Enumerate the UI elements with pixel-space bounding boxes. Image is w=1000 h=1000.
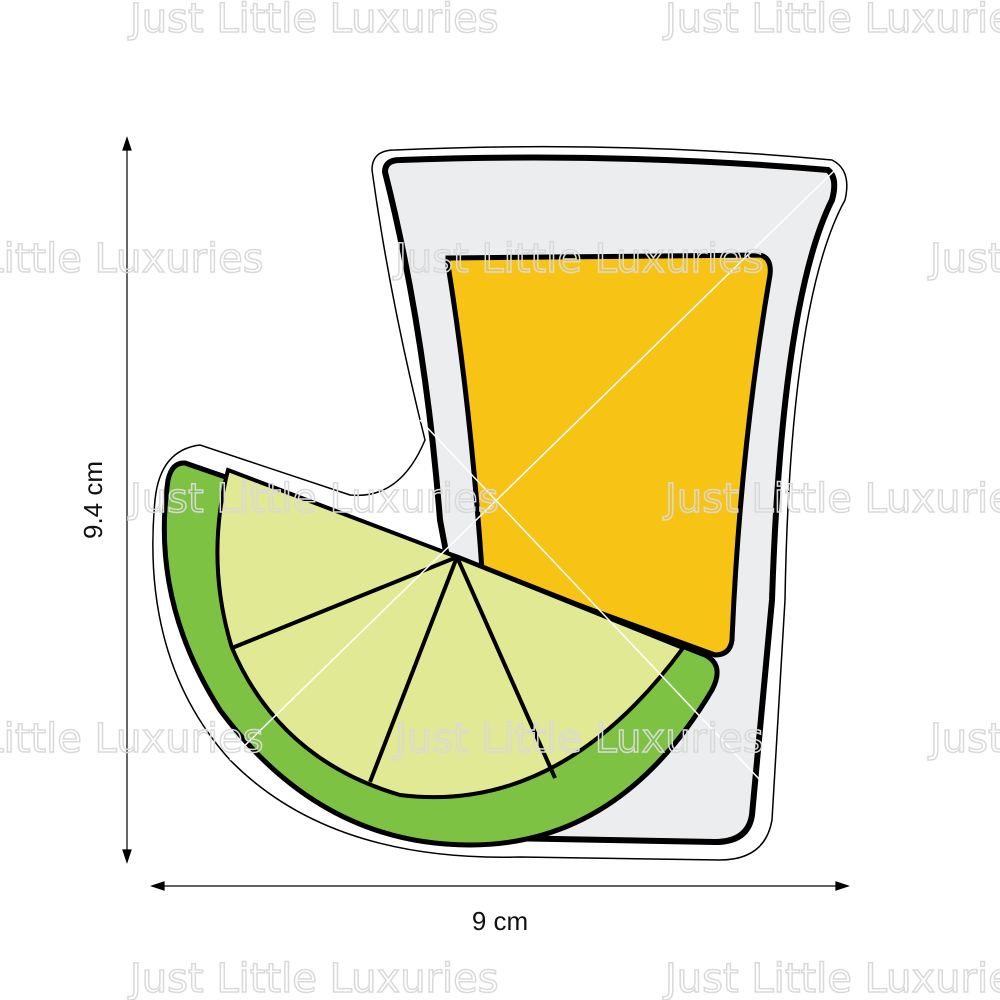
- svg-text:Just Little Luxuries: Just Little Luxuries: [662, 0, 1000, 42]
- svg-text:Just Little Luxuries: Just Little Luxuries: [0, 236, 264, 282]
- width-label: 9 cm: [472, 906, 528, 936]
- lime-wedge-flesh: [215, 467, 687, 800]
- height-dimension-arrow: [122, 136, 132, 864]
- svg-text:Just Little Luxuries: Just Little Luxuries: [392, 716, 764, 762]
- lime-segment-lines: [231, 555, 557, 783]
- svg-text:Just Little Luxuries: Just Little Luxuries: [0, 716, 264, 762]
- svg-text:Just Little Luxuries: Just Little Luxuries: [392, 236, 764, 282]
- svg-text:Just Little Luxuries: Just Little Luxuries: [662, 956, 1000, 1000]
- svg-text:Just Little Luxuries: Just Little Luxuries: [127, 956, 499, 1000]
- svg-text:Just Little Luxuries: Just Little Luxuries: [927, 236, 1000, 282]
- tequila-liquid: [445, 252, 773, 658]
- svg-text:Just Little Luxuries: Just Little Luxuries: [127, 0, 499, 42]
- watermark-lines: [229, 169, 836, 781]
- svg-text:Just Little Luxuries: Just Little Luxuries: [127, 476, 499, 522]
- svg-text:Just Little Luxuries: Just Little Luxuries: [662, 476, 1000, 522]
- height-label: 9.4 cm: [78, 461, 108, 539]
- width-dimension-arrow: [150, 881, 850, 891]
- svg-text:Just Little Luxuries: Just Little Luxuries: [927, 716, 1000, 762]
